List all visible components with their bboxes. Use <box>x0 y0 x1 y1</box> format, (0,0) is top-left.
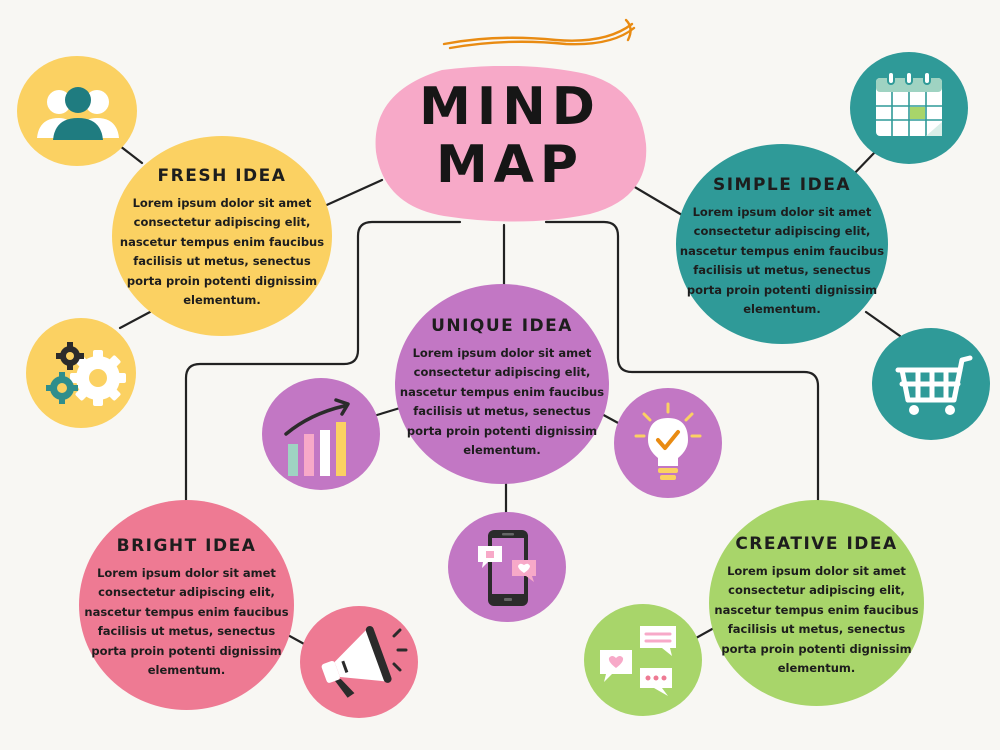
node-heading: UNIQUE IDEA <box>431 315 573 336</box>
team-icon <box>17 56 137 166</box>
chat-bubbles-icon <box>584 604 702 716</box>
lightbulb-icon <box>614 388 722 498</box>
gears-icon <box>26 318 136 428</box>
decorative-swoosh <box>442 18 636 50</box>
title-line-1: MIND <box>419 77 601 137</box>
node-body: Lorem ipsum dolor sit amet consectetur a… <box>399 345 605 458</box>
node-creative-idea: CREATIVE IDEA Lorem ipsum dolor sit amet… <box>709 500 924 706</box>
growth-chart-icon <box>262 378 380 490</box>
node-body: Lorem ipsum dolor sit amet consectetur a… <box>119 195 325 308</box>
calendar-icon <box>850 52 968 164</box>
node-fresh-idea: FRESH IDEA Lorem ipsum dolor sit amet co… <box>112 136 332 336</box>
node-body: Lorem ipsum dolor sit amet consectetur a… <box>714 563 919 676</box>
node-heading: CREATIVE IDEA <box>735 533 898 554</box>
title-line-2: MAP <box>435 135 585 195</box>
page-title: MIND MAP <box>372 78 648 194</box>
megaphone-icon <box>300 606 418 718</box>
shopping-cart-icon <box>872 328 990 440</box>
node-bright-idea: BRIGHT IDEA Lorem ipsum dolor sit amet c… <box>79 500 294 710</box>
node-unique-idea: UNIQUE IDEA Lorem ipsum dolor sit amet c… <box>395 284 609 484</box>
node-body: Lorem ipsum dolor sit amet consectetur a… <box>679 204 885 317</box>
node-heading: FRESH IDEA <box>157 165 287 186</box>
node-heading: SIMPLE IDEA <box>712 174 851 195</box>
title-blob <box>375 66 647 222</box>
node-heading: BRIGHT IDEA <box>116 535 257 556</box>
node-simple-idea: SIMPLE IDEA Lorem ipsum dolor sit amet c… <box>676 144 888 344</box>
node-body: Lorem ipsum dolor sit amet consectetur a… <box>84 565 289 678</box>
smartphone-icon <box>448 512 566 622</box>
